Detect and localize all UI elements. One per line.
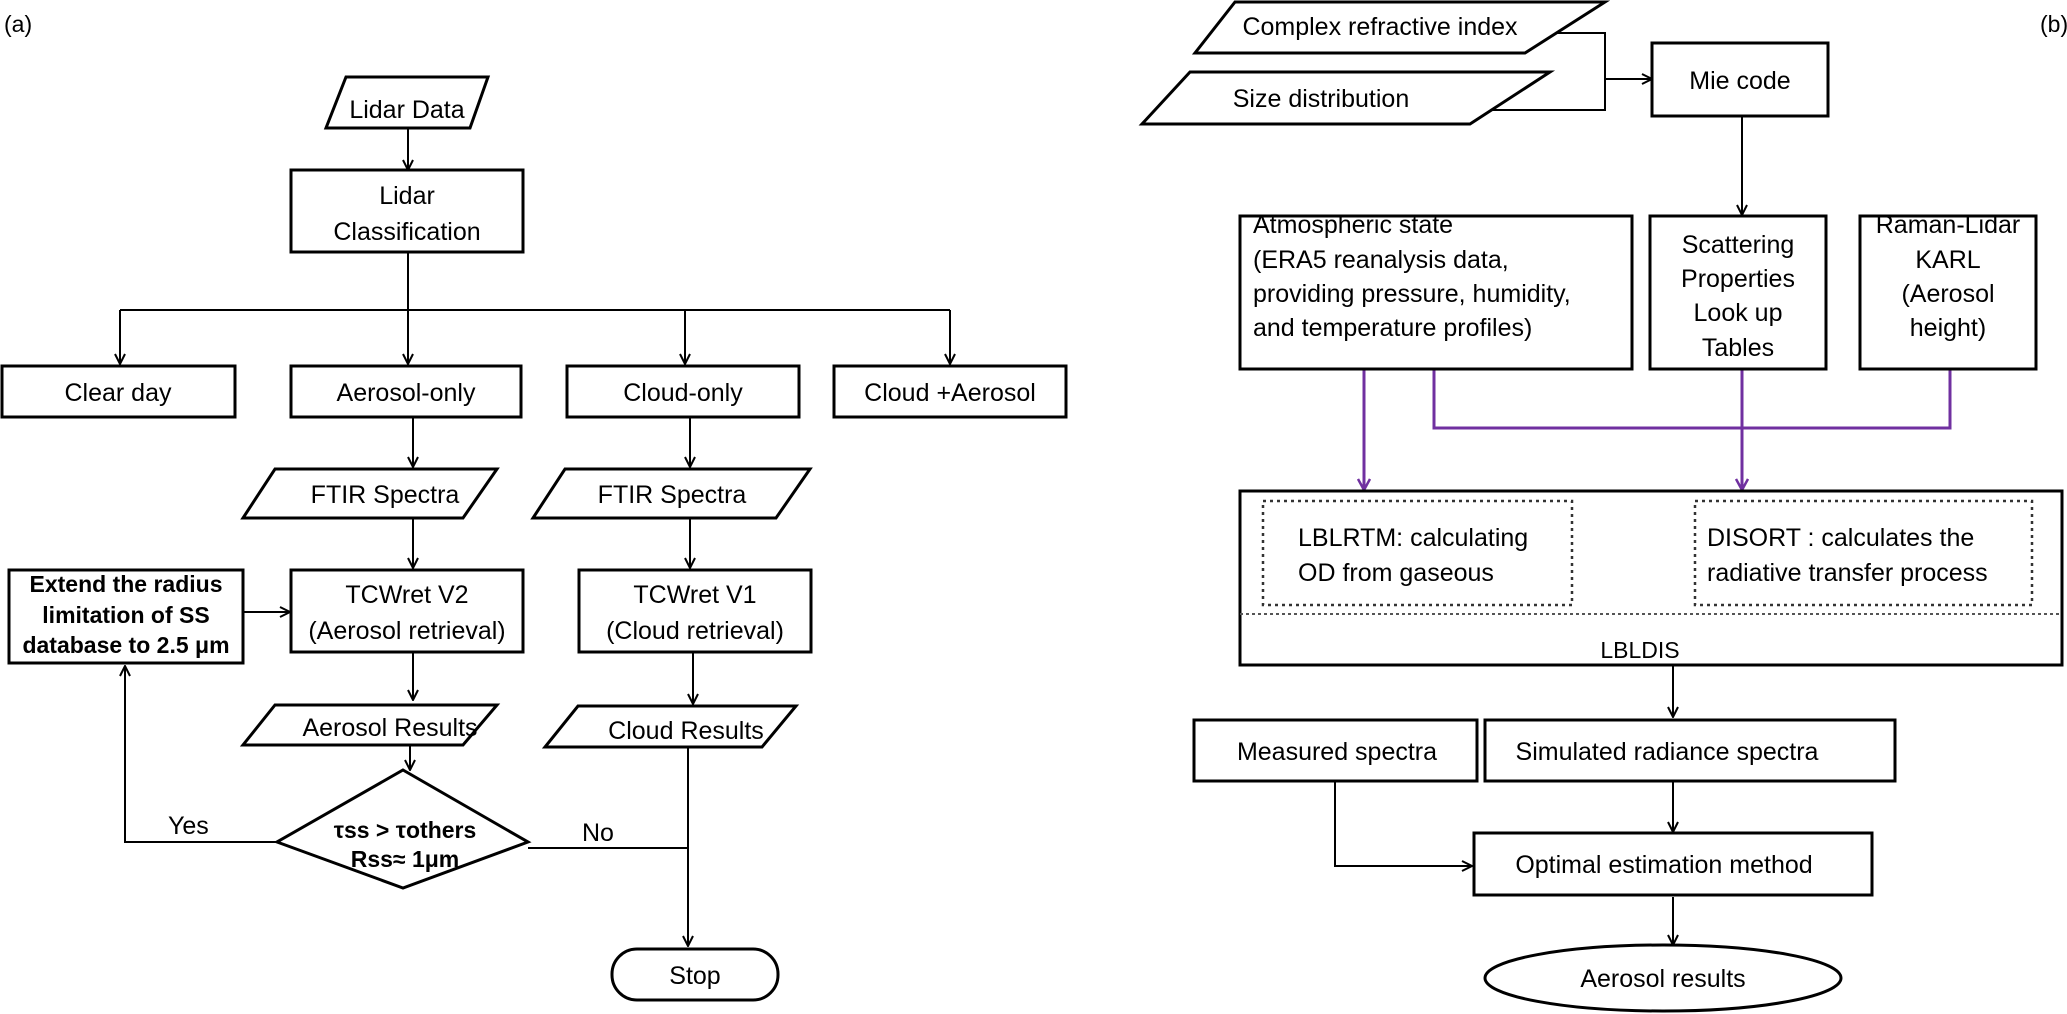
lidar-classification-label-2: Classification — [333, 218, 480, 246]
lidar-classification-label-1: Lidar — [379, 182, 435, 210]
raman-lidar-label-2: KARL — [1915, 246, 1980, 274]
atmospheric-state-label-1: Atmospheric state — [1253, 211, 1453, 239]
class-cloud-only-node — [565, 364, 801, 419]
tcwret-v2-label-2: (Aerosol retrieval) — [308, 617, 505, 645]
scattering-tables-label-4: Tables — [1702, 334, 1774, 362]
aerosol-results-label: Aerosol Results — [302, 714, 477, 742]
cloud-results-label: Cloud Results — [608, 717, 764, 745]
atmospheric-state-node — [1238, 214, 1634, 371]
tcwret-v1-node — [577, 568, 813, 654]
ftir-spectra-cloud-label: FTIR Spectra — [598, 481, 747, 509]
tcwret-v1-label-1: TCWret V1 — [633, 581, 756, 609]
decision-label-1: τss > τothers — [334, 817, 477, 843]
mie-code-label: Mie code — [1689, 67, 1790, 95]
optimal-estimation-label: Optimal estimation method — [1515, 851, 1812, 879]
class-aerosol-only-label: Aerosol-only — [337, 379, 476, 407]
lbldis-container — [1238, 489, 2064, 667]
scattering-tables-label-2: Properties — [1681, 265, 1795, 293]
scattering-tables-node — [1648, 214, 1828, 371]
class-aerosol-only-node — [289, 364, 523, 419]
scattering-tables-label-3: Look up — [1694, 299, 1783, 327]
panel-label-a: (a) — [4, 11, 32, 37]
size-distribution-label: Size distribution — [1233, 85, 1409, 113]
ftir-spectra-aerosol-node — [240, 467, 500, 520]
aerosol-results-final-node — [1483, 943, 1843, 1013]
extend-radius-node — [7, 568, 245, 665]
aerosol-results-node — [239, 703, 501, 747]
extend-radius-label-3: database to 2.5 μm — [22, 632, 229, 658]
scattering-tables-label-1: Scattering — [1682, 231, 1795, 259]
lidar-classification-node — [289, 168, 525, 254]
complex-refractive-index-label: Complex refractive index — [1242, 13, 1518, 41]
raman-lidar-node — [1858, 214, 2038, 371]
raman-lidar-label-1: Raman-Lidar — [1876, 211, 2021, 239]
tcwret-v2-node — [289, 568, 525, 654]
ftir-spectra-cloud-node — [530, 467, 813, 520]
panel-b: Complex refractive index Size distributi… — [1138, 0, 2064, 1013]
panel-label-b: (b) — [2040, 11, 2067, 37]
ftir-spectra-aerosol-label: FTIR Spectra — [311, 481, 460, 509]
decision-label-2: Rss≈ 1μm — [351, 846, 460, 872]
lblrtm-node — [1261, 499, 1574, 607]
lblrtm-label-1: LBLRTM: calculating — [1298, 524, 1528, 552]
raman-lidar-label-4: height) — [1910, 314, 1986, 342]
aerosol-results-final-label: Aerosol results — [1580, 965, 1745, 993]
class-clear-day-label: Clear day — [65, 379, 172, 407]
tcwret-v2-label-1: TCWret V2 — [345, 581, 468, 609]
atmospheric-state-label-2: (ERA5 reanalysis data, — [1253, 246, 1509, 274]
tcwret-v1-label-2: (Cloud retrieval) — [606, 617, 784, 645]
class-clear-day-node — [0, 364, 237, 419]
lblrtm-label-2: OD from gaseous — [1298, 559, 1494, 587]
simulated-spectra-label: Simulated radiance spectra — [1516, 738, 1819, 766]
disort-label-2: radiative transfer process — [1707, 559, 1988, 587]
disort-node — [1693, 499, 2034, 607]
measured-spectra-label: Measured spectra — [1237, 738, 1437, 766]
optimal-estimation-node — [1472, 831, 1874, 897]
stop-node — [610, 947, 780, 1002]
extend-radius-label-2: limitation of SS — [42, 602, 209, 628]
measured-spectra-node — [1192, 718, 1479, 783]
disort-label-1: DISORT : calculates the — [1707, 524, 1974, 552]
atmospheric-state-label-4: and temperature profiles) — [1253, 314, 1532, 342]
class-cloud-aerosol-label: Cloud +Aerosol — [864, 379, 1036, 407]
raman-lidar-label-3: (Aerosol — [1901, 280, 1994, 308]
decision-node — [273, 768, 532, 890]
lbldis-label: LBLDIS — [1600, 637, 1679, 663]
simulated-spectra-node — [1483, 718, 1897, 783]
class-cloud-only-label: Cloud-only — [623, 379, 743, 407]
class-cloud-aerosol-node — [832, 364, 1068, 419]
panel-a: Lidar Data Lidar Classification Clear da… — [0, 75, 1068, 1002]
mie-code-node — [1650, 41, 1830, 118]
no-label: No — [582, 819, 614, 847]
yes-label: Yes — [168, 812, 209, 840]
extend-radius-label-1: Extend the radius — [30, 571, 223, 597]
size-distribution-node — [1138, 70, 1556, 126]
complex-refractive-index-node — [1191, 0, 1611, 55]
stop-label: Stop — [669, 962, 720, 990]
lidar-data-label: Lidar Data — [349, 96, 464, 124]
lidar-data-node — [323, 75, 491, 130]
atmospheric-state-label-3: providing pressure, humidity, — [1253, 280, 1571, 308]
cloud-results-node — [541, 704, 800, 749]
